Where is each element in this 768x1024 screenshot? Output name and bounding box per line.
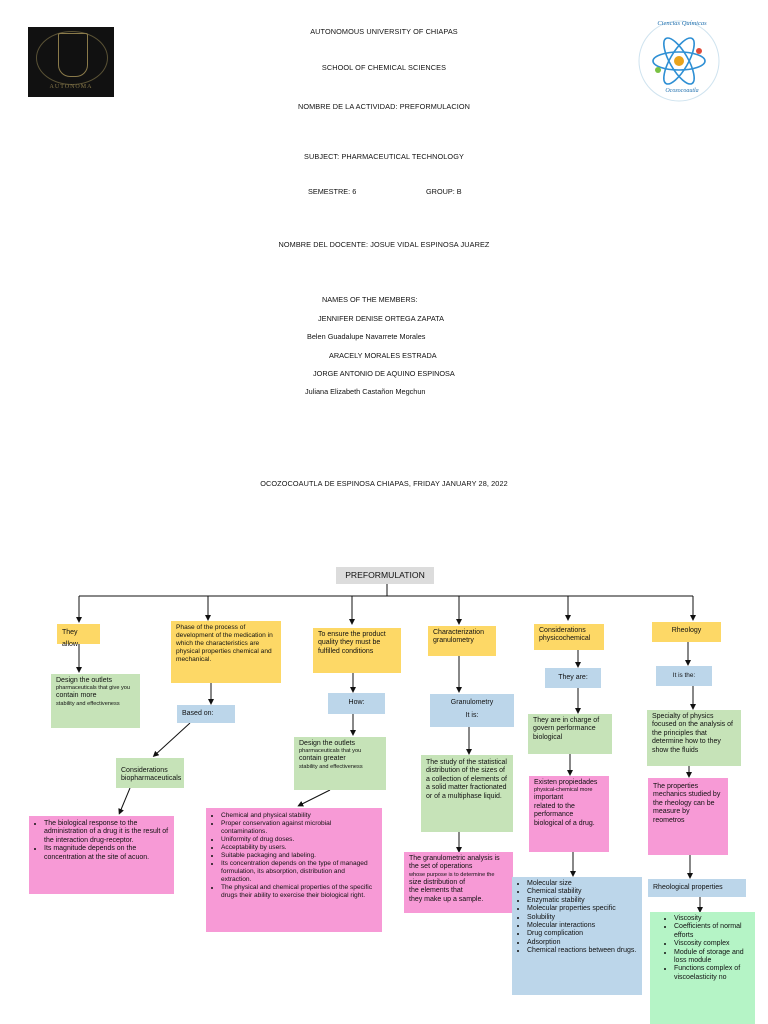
col6-specialty: Specialty of physics focused on the anal… [647,710,741,766]
col4-granulometry-box: Granulometry It is: [430,694,514,727]
col2-list-item: Suitable packaging and labeling. [221,852,377,860]
col4-analysis-line-f: they make up a sample. [409,895,484,903]
col5-props-line-a: Existen propiedades [534,779,598,786]
col5-list-item: Adsorption [527,939,637,947]
col2-list: Chemical and physical stability Proper c… [211,812,377,900]
col2-list-item: Its concentration depends on the type of… [221,860,377,884]
group: GROUP: B [426,187,462,196]
root-preformulation: PREFORMULATION [336,567,434,584]
col2-list-box: Chemical and physical stability Proper c… [206,808,382,932]
col6-list: Viscosity Coefficients of normal efforts… [664,915,750,982]
col6-list-item: Module of storage and loss module [674,949,750,966]
place-date: OCOZOCOAUTLA DE ESPINOSA CHIAPAS, FRIDAY… [260,479,508,488]
shield-icon [58,33,88,77]
university-logo: AUTONOMA [28,27,114,97]
col1-list: The biological response to the administr… [34,820,169,862]
col1-design-box: Design the outlets pharmaceuticals that … [51,674,140,728]
col5-list-item: Molecular properties specific [527,905,637,913]
col3-design-line-d: stability and effectiveness [299,763,363,770]
col5-list-item: Solubility [527,914,637,922]
col2-head: Phase of the process of development of t… [171,621,281,683]
col1-design-line-d: stability and effectiveness [56,700,120,707]
col5-props-line-d: related to the performance biological of… [534,802,595,827]
col1-head: They allow [57,624,100,648]
teacher-name: NOMBRE DEL DOCENTE: JOSUE VIDAL ESPINOSA… [278,240,490,249]
member-4: JORGE ANTONIO DE AQUINO ESPINOSA [313,369,455,378]
subject-name: SUBJECT: PHARMACEUTICAL TECHNOLOGY [304,152,464,161]
member-1: JENNIFER DENISE ORTEGA ZAPATA [318,314,444,323]
col6-list-box: Viscosity Coefficients of normal efforts… [650,912,755,1024]
col6-head: Rheology [652,622,721,642]
col2-list-item: Chemical and physical stability [221,812,377,820]
col3-design-line-a: Design the outlets [299,740,356,747]
col5-props-line-b: physical-chemical more [534,787,593,794]
col1-design-line-b: pharmaceuticals that give you [56,685,131,692]
faculty-logo-bottom-text: Ocozocoautla [665,88,699,94]
col4-analysis-line-b: the set of operations [409,863,473,871]
col6-it-is: It is the: [656,666,712,686]
logo-ring [36,31,108,85]
col1-list-item: The biological response to the administr… [44,820,169,845]
members-title: NAMES OF THE MEMBERS: [322,295,418,304]
col4-analysis-line-a: The granulometric analysis is [409,855,500,862]
col3-design-box: Design the outlets pharmaceuticals that … [294,737,386,790]
col5-list-item: Enzymatic stability [527,897,637,905]
col5-charge: They are in charge of govern performance… [528,714,612,754]
col6-rheological: Rheological properties [648,879,746,897]
col6-list-item: Viscosity complex [674,940,750,948]
col6-list-item: Coefficients of normal efforts [674,923,750,940]
member-5: Juliana Elizabeth Castañon Megchun [305,387,426,396]
col4-analysis-line-c: whose purpose is to determine the [409,871,495,878]
col3-head: To ensure the product quality they must … [313,628,401,673]
col2-list-item: Proper conservation against microbial co… [221,820,377,836]
col2-list-item: The physical and chemical properties of … [221,884,377,900]
col4-head: Characterization granulometry [428,626,496,656]
faculty-logo [636,18,722,104]
col5-list-item: Molecular size [527,880,637,888]
col4-granulometry: Granulometry [450,699,494,706]
logo-text: AUTONOMA [49,84,93,90]
school-name: SCHOOL OF CHEMICAL SCIENCES [321,63,447,72]
col5-list-item: Chemical stability [527,888,637,896]
col2-list-item: Uniformity of drug doses. [221,836,377,844]
faculty-logo-top-text: Ciencias Químicas [657,20,707,27]
col5-list-box: Molecular size Chemical stability Enzyma… [512,877,642,995]
col5-list-item: Chemical reactions between drugs. [527,947,637,955]
col3-design-line-b: pharmaceuticals that you [299,748,362,755]
col1-list-item: Its magnitude depends on the concentrati… [44,845,169,862]
col4-analysis-line-d: size distribution of [409,878,466,886]
col3-how: How: [328,693,385,714]
col4-analysis-line-e: the elements that [409,887,463,895]
col4-it-is: It is: [465,712,479,720]
col6-props: The properties mechanics studied by the … [648,778,728,855]
col5-they-are: They are: [545,668,601,688]
col5-props-line-c: important [534,794,564,802]
col5-list-item: Drug complication [527,930,637,938]
member-3: ARACELY MORALES ESTRADA [329,351,437,360]
col1-list-box: The biological response to the administr… [29,816,174,894]
col5-list: Molecular size Chemical stability Enzyma… [517,880,637,956]
activity-name: NOMBRE DE LA ACTIVIDAD: PREFORMULACION [297,102,471,111]
col4-study: The study of the statistical distributio… [421,755,513,832]
col2-based-on: Based on: [177,705,235,723]
col5-list-item: Molecular interactions [527,922,637,930]
col5-head: Considerations physicochemical [534,624,604,650]
university-name: AUTONOMOUS UNIVERSITY OF CHIAPAS [310,27,458,36]
atom-icon [638,20,720,102]
semester: SEMESTRE: 6 [308,187,357,196]
col1-considerations: Considerations biopharmaceuticals [116,758,184,788]
col1-design-line-c: contain more [56,692,97,700]
col4-analysis-box: The granulometric analysis is the set of… [404,852,513,913]
col5-props-box: Existen propiedades physical-chemical mo… [529,776,609,852]
col6-list-item: Functions complex of viscoelasticity no [674,965,750,982]
col1-design-line-a: Design the outlets [56,677,113,684]
col3-design-line-c: contain greater [299,755,346,763]
col2-list-item: Acceptability by users. [221,844,377,852]
col6-list-item: Viscosity [674,915,750,923]
member-2: Belen Guadalupe Navarrete Morales [307,332,426,341]
